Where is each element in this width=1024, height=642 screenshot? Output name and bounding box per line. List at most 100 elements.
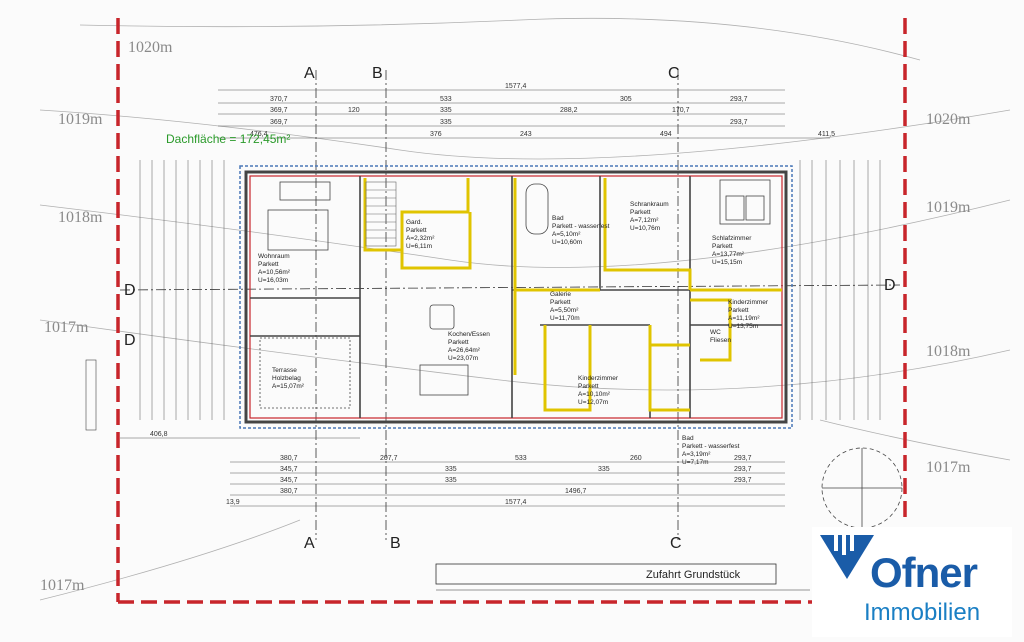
room-wc: WC Fliesen <box>710 329 731 344</box>
svg-text:Parkett - wasserfest: Parkett - wasserfest <box>682 443 740 450</box>
section-mark-a-bottom: A <box>304 535 315 552</box>
svg-text:U=16,03m: U=16,03m <box>258 277 288 284</box>
svg-text:Parkett: Parkett <box>448 339 469 346</box>
highlighted-walls <box>363 178 782 412</box>
svg-text:Kochen/Essen: Kochen/Essen <box>448 331 490 338</box>
dim-bottom-c: 533 <box>515 455 527 462</box>
shaft-circle <box>821 447 903 529</box>
contour-label-1018-r: 1018m <box>926 343 971 360</box>
svg-text:Parkett - wasserfest: Parkett - wasserfest <box>552 223 610 230</box>
dim-bottom-i: 13,9 <box>226 499 240 506</box>
dim-bottom-e2: 293,7 <box>734 466 752 473</box>
dim-top-m: 494 <box>660 131 672 138</box>
svg-text:Gard.: Gard. <box>406 219 422 226</box>
brand-name: Ofner <box>870 549 978 596</box>
dim-right-a: 411,5 <box>818 131 835 138</box>
dimension-lines-top <box>218 89 830 139</box>
room-bad: Bad Parkett - wasserfest A=5,10m² U=10,6… <box>552 215 610 246</box>
svg-text:U=6,11m: U=6,11m <box>406 243 432 250</box>
svg-text:Galerie: Galerie <box>550 291 571 298</box>
section-mark-b-bottom: B <box>390 535 401 552</box>
access-road-label: Zufahrt Grundstück <box>646 569 741 581</box>
dimension-lines-bottom <box>120 437 785 507</box>
svg-text:U=15,15m: U=15,15m <box>712 259 742 266</box>
section-mark-c-bottom: C <box>670 535 682 552</box>
room-kochen-essen: Kochen/Essen Parkett A=26,64m² U=23,07m <box>448 331 490 362</box>
section-mark-d-left: D <box>124 282 136 299</box>
svg-text:U=23,07m: U=23,07m <box>448 355 478 362</box>
dim-bottom-e3: 293,7 <box>734 477 752 484</box>
svg-text:Schlafzimmer: Schlafzimmer <box>712 235 752 242</box>
svg-text:Kinderzimmer: Kinderzimmer <box>728 299 769 306</box>
dim-top-f: 120 <box>348 107 360 114</box>
dim-top-g2: 335 <box>440 119 452 126</box>
contour-label-1019-r: 1019m <box>926 199 971 216</box>
svg-text:WC: WC <box>710 329 721 336</box>
dim-top-total: 1577,4 <box>505 83 527 90</box>
dim-top-d2: 293,7 <box>730 119 748 126</box>
dim-bottom-g: 335 <box>445 466 457 473</box>
property-boundary <box>116 18 907 604</box>
slab-outline <box>239 165 793 429</box>
dim-bottom-g3: 335 <box>445 477 457 484</box>
interior-walls <box>250 176 782 418</box>
svg-text:Terrasse: Terrasse <box>272 367 297 374</box>
access-road: Zufahrt Grundstück <box>435 563 810 591</box>
svg-text:A=3,19m²: A=3,19m² <box>682 451 711 458</box>
brand-logo: Ofner Immobilien <box>812 527 1012 637</box>
dim-bottom-e: 293,7 <box>734 455 752 462</box>
svg-text:Schrankraum: Schrankraum <box>630 201 669 208</box>
room-kinderzimmer-2: Kinderzimmer Parkett A=10,10m² U=12,07m <box>578 375 619 406</box>
dim-top-a: 370,7 <box>270 96 288 103</box>
dim-bottom-f2: 345,7 <box>280 477 298 484</box>
exterior-wall <box>244 170 788 424</box>
svg-text:U=13,75m: U=13,75m <box>728 323 758 330</box>
svg-text:U=10,60m: U=10,60m <box>552 239 582 246</box>
dim-top-l: 243 <box>520 131 532 138</box>
dim-top-h: 288,2 <box>560 107 578 114</box>
svg-text:A=5,10m²: A=5,10m² <box>552 231 581 238</box>
dimension-lines-left <box>139 160 225 420</box>
dim-top-i: 170,7 <box>672 107 690 114</box>
room-terrasse: Terrasse Holzbelag A=15,07m² <box>272 367 305 390</box>
dim-bottom-a2: 380,7 <box>280 488 298 495</box>
contour-label-1017-bl: 1017m <box>40 577 85 594</box>
staircase <box>365 181 397 247</box>
svg-text:A=26,64m²: A=26,64m² <box>448 347 481 354</box>
dim-top-g: 335 <box>440 107 452 114</box>
dim-top-j: 476,4 <box>250 131 268 138</box>
contour-label-1018-l: 1018m <box>58 209 103 226</box>
dim-top-d: 293,7 <box>730 96 748 103</box>
svg-text:Parkett: Parkett <box>550 299 571 306</box>
contour-label-1019-l: 1019m <box>58 111 103 128</box>
furniture <box>259 179 771 409</box>
dim-top-e2: 369,7 <box>270 119 288 126</box>
svg-text:Parkett: Parkett <box>578 383 599 390</box>
svg-text:A=10,56m²: A=10,56m² <box>258 269 291 276</box>
svg-text:A=5,50m²: A=5,50m² <box>550 307 579 314</box>
dim-bottom-g2: 335 <box>598 466 610 473</box>
svg-text:Parkett: Parkett <box>630 209 651 216</box>
logo-chevron-icon <box>820 535 874 579</box>
svg-text:A=10,10m²: A=10,10m² <box>578 391 611 398</box>
svg-text:Kinderzimmer: Kinderzimmer <box>578 375 619 382</box>
roof-area-label: Dachfläche = 172,45m² <box>166 132 290 146</box>
brand-sub: Immobilien <box>864 599 981 626</box>
dim-top-e: 369,7 <box>270 107 288 114</box>
svg-text:Bad: Bad <box>552 215 564 222</box>
section-mark-d-right: D <box>884 277 896 294</box>
section-mark-b-top: B <box>372 65 383 82</box>
dim-left-a: 406,8 <box>150 431 168 438</box>
section-mark-a-top: A <box>304 65 315 82</box>
svg-text:A=7,12m²: A=7,12m² <box>630 217 659 224</box>
dim-bottom-f: 345,7 <box>280 466 298 473</box>
svg-text:U=7,17m: U=7,17m <box>682 459 709 466</box>
dimension-lines-right <box>799 160 881 420</box>
svg-text:U=12,07m: U=12,07m <box>578 399 608 406</box>
exterior-wall-inner <box>249 175 783 419</box>
dim-bottom-b: 207,7 <box>380 455 398 462</box>
room-schlafzimmer: Schlafzimmer Parkett A=13,77m² U=15,15m <box>712 235 752 266</box>
dim-bottom-total: 1577,4 <box>505 499 527 506</box>
room-galerie: Galerie Parkett A=5,50m² U=11,70m <box>550 291 580 322</box>
